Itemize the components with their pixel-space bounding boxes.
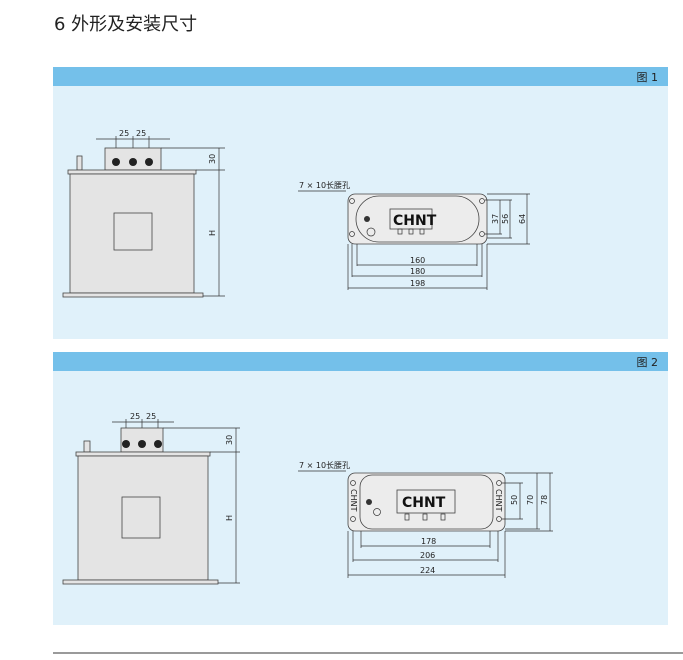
figure-2-header: 图 2 bbox=[53, 352, 668, 371]
drawing-shape bbox=[83, 440, 91, 453]
dimension-label: 7 × 10长腰孔 bbox=[299, 180, 350, 190]
drawing-shape bbox=[373, 508, 381, 516]
dimension-label: 206 bbox=[420, 551, 435, 560]
drawing-shape bbox=[366, 227, 376, 237]
dimension-label: 178 bbox=[421, 537, 436, 546]
drawing-shape bbox=[419, 228, 425, 235]
dimension-label: CHNT bbox=[402, 495, 446, 511]
dimension-label: 224 bbox=[420, 566, 435, 575]
dimension-label: 37 bbox=[491, 214, 500, 224]
figure-2-top-view: 7 × 10长腰孔 CHNT CHNT CHNT 178 206 224 50 … bbox=[298, 460, 553, 578]
drawing-shape bbox=[112, 158, 120, 166]
drawing-shape bbox=[479, 231, 485, 237]
drawing-shape bbox=[479, 198, 485, 204]
dimension-label: 25 bbox=[146, 412, 156, 421]
drawing-shape bbox=[350, 516, 356, 522]
dimension-label: H bbox=[208, 230, 217, 236]
dimension-label: 64 bbox=[518, 214, 527, 224]
drawing-shape bbox=[76, 155, 83, 171]
drawing-shape bbox=[366, 499, 372, 505]
figure-1-header: 图 1 bbox=[53, 67, 668, 86]
dimension-label: 25 bbox=[130, 412, 140, 421]
bottom-divider bbox=[53, 652, 683, 654]
dimension-label: 50 bbox=[510, 495, 519, 505]
section-title: 6 外形及安装尺寸 bbox=[54, 14, 198, 35]
dimension-label: 56 bbox=[501, 214, 510, 224]
dimension-label: 180 bbox=[410, 267, 425, 276]
figure-1-top-view: 7 × 10长腰孔 CHNT 160 180 198 37 56 64 bbox=[298, 180, 530, 290]
drawing-shape bbox=[349, 198, 355, 204]
drawing-shape bbox=[408, 228, 414, 235]
dimension-label: CHNT bbox=[393, 213, 437, 229]
dimension-label: 30 bbox=[225, 435, 234, 445]
drawing-shape bbox=[397, 228, 403, 235]
dimension-label: CHNT bbox=[494, 489, 503, 512]
drawing-shape bbox=[496, 480, 502, 486]
dimension-label: 25 bbox=[119, 129, 129, 138]
drawing-shape bbox=[404, 513, 410, 521]
figure-1-label: 图 1 bbox=[636, 71, 659, 84]
drawing-shape bbox=[350, 480, 356, 486]
dimension-label: 25 bbox=[136, 129, 146, 138]
drawing-shape bbox=[440, 513, 446, 521]
drawing-shape bbox=[496, 516, 502, 522]
figure-1-side-view: 25 25 30 H bbox=[62, 129, 225, 298]
dimension-label: 160 bbox=[410, 256, 425, 265]
drawing-shape bbox=[349, 231, 355, 237]
drawing-shape bbox=[396, 489, 456, 514]
drawing-shape bbox=[62, 579, 219, 585]
dimension-label: 7 × 10长腰孔 bbox=[299, 460, 350, 470]
drawing-shape bbox=[138, 440, 146, 448]
figure-2-label: 图 2 bbox=[636, 356, 659, 369]
drawing-shape bbox=[129, 158, 137, 166]
dimension-label: 30 bbox=[208, 154, 217, 164]
drawing-shape bbox=[75, 451, 211, 457]
dimension-label: H bbox=[225, 515, 234, 521]
drawing-shape bbox=[62, 292, 204, 298]
dimension-label: CHNT bbox=[349, 489, 358, 512]
figure-2-side-view: 25 25 30 H bbox=[62, 412, 240, 585]
drawing-shape bbox=[145, 158, 153, 166]
drawing-shape bbox=[67, 169, 197, 175]
drawing-shape bbox=[113, 212, 153, 251]
drawing-shape bbox=[364, 216, 370, 222]
drawing-shape bbox=[422, 513, 428, 521]
drawing-shape bbox=[154, 440, 162, 448]
drawing-shape bbox=[122, 440, 130, 448]
dimension-label: 70 bbox=[526, 495, 535, 505]
dimension-label: 198 bbox=[410, 279, 425, 288]
drawing-shape bbox=[121, 496, 161, 539]
dimension-label: 78 bbox=[540, 495, 549, 505]
